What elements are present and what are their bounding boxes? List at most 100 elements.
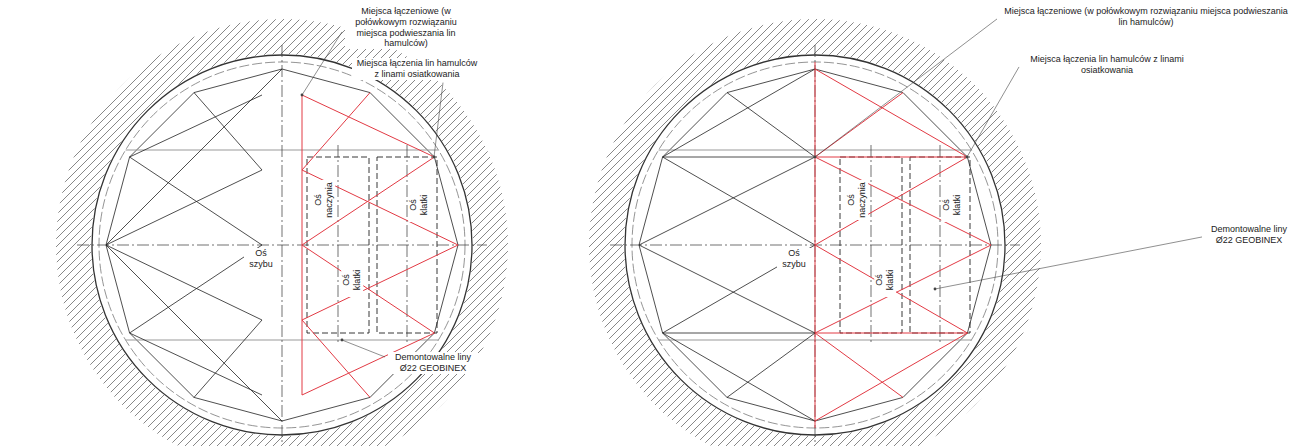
hatch-line bbox=[482, 5, 962, 446]
grid-rope bbox=[727, 93, 815, 157]
compartment-axis bbox=[871, 145, 872, 345]
hatch-line bbox=[114, 5, 594, 446]
hatch-line bbox=[271, 5, 751, 446]
leader-line bbox=[302, 32, 342, 95]
hatch-line bbox=[1007, 5, 1297, 446]
leader-line bbox=[434, 83, 443, 157]
hatch-line bbox=[919, 5, 1297, 446]
hatch-line bbox=[831, 5, 1297, 446]
callout-text: Miejsca łączenia lin hamulców z linami o… bbox=[1022, 54, 1192, 76]
hatch-line bbox=[503, 5, 983, 446]
hatch-line bbox=[159, 5, 639, 446]
hatch-line bbox=[0, 5, 90, 446]
hatch-line bbox=[0, 5, 58, 446]
hatch-line bbox=[146, 5, 626, 446]
hatch-line bbox=[0, 5, 218, 446]
hatch-line bbox=[0, 5, 130, 446]
hatch-line bbox=[0, 5, 114, 446]
rock-hatching bbox=[95, 5, 1297, 446]
hatch-line bbox=[306, 5, 786, 446]
hatch-line bbox=[0, 5, 258, 446]
hatch-line bbox=[279, 5, 759, 446]
hatch-line bbox=[303, 5, 783, 446]
hatch-line bbox=[711, 5, 1191, 446]
hatch-line bbox=[90, 5, 570, 446]
hatch-line bbox=[178, 5, 658, 446]
hatch-line bbox=[575, 5, 1055, 446]
hatch-line bbox=[815, 5, 1295, 446]
hatch-line bbox=[0, 5, 378, 446]
label-anchor: Miejsca łączeniowe (w połówkowym rozwiąz… bbox=[345, 6, 467, 49]
hatch-line bbox=[0, 5, 122, 446]
hatch-line bbox=[0, 5, 386, 446]
grid-rope bbox=[639, 245, 815, 333]
hatch-line bbox=[223, 5, 703, 446]
hatch-line bbox=[911, 5, 1297, 446]
hatch-line bbox=[0, 5, 162, 446]
hatch-line bbox=[431, 5, 911, 446]
hatch-line bbox=[591, 5, 1071, 446]
axis-label: Oś klatki bbox=[408, 188, 430, 222]
grid-rope bbox=[194, 93, 262, 170]
axis-label: Oś klatki bbox=[341, 263, 363, 297]
hatch-line bbox=[719, 5, 1199, 446]
hatch-line bbox=[151, 5, 631, 446]
hatch-line bbox=[0, 5, 194, 446]
callout-text: Oś szybu bbox=[777, 248, 811, 270]
hatch-line bbox=[783, 5, 1263, 446]
hatch-line bbox=[439, 5, 919, 446]
hatch-line bbox=[559, 5, 1039, 446]
grid-rope bbox=[106, 245, 282, 421]
hatch-line bbox=[127, 5, 607, 446]
leader-lines bbox=[301, 19, 1202, 357]
callout-text: Miejsca łączeniowe (w połówkowym rozwiąz… bbox=[1000, 6, 1292, 28]
hatch-line bbox=[18, 5, 498, 446]
hatch-line bbox=[66, 5, 546, 446]
hatch-line bbox=[143, 5, 623, 446]
leader-dot bbox=[934, 288, 937, 291]
hatch-line bbox=[551, 5, 1031, 446]
hatch-line bbox=[991, 5, 1297, 446]
hatch-line bbox=[98, 5, 578, 446]
hatch-line bbox=[879, 5, 1297, 446]
hatch-line bbox=[527, 5, 1007, 446]
hatch-line bbox=[319, 5, 799, 446]
hatch-line bbox=[839, 5, 1297, 446]
hatch-line bbox=[0, 5, 402, 446]
removable-rope bbox=[815, 62, 816, 428]
leader-line bbox=[967, 67, 1019, 157]
hatch-line bbox=[215, 5, 695, 446]
removable-rope bbox=[815, 69, 967, 157]
hatch-line bbox=[506, 5, 986, 446]
hatch-line bbox=[194, 5, 674, 446]
removable-rope bbox=[302, 157, 434, 245]
shaft-axis bbox=[282, 45, 283, 445]
hatch-line bbox=[490, 5, 970, 446]
hatch-line bbox=[487, 5, 967, 446]
grid-rope bbox=[194, 320, 262, 397]
removable-rope bbox=[815, 333, 967, 334]
compartment-axis bbox=[338, 145, 339, 345]
hatch-line bbox=[282, 5, 762, 446]
rock-hatching bbox=[0, 5, 1002, 446]
hatch-line bbox=[522, 5, 1002, 446]
axis-label: Oś klatki bbox=[874, 263, 896, 297]
hatch-line bbox=[535, 5, 1015, 446]
hatch-line bbox=[183, 5, 663, 446]
leader-line bbox=[935, 237, 1202, 289]
shaft-axis bbox=[815, 45, 816, 445]
hatch-line bbox=[511, 5, 991, 446]
removable-rope bbox=[815, 157, 991, 245]
hatch-line bbox=[119, 5, 599, 446]
hatch-line bbox=[210, 5, 690, 446]
hatch-line bbox=[207, 5, 687, 446]
hatch-line bbox=[0, 5, 138, 446]
hatch-line bbox=[0, 5, 266, 446]
grid-rope bbox=[663, 69, 815, 157]
hatch-line bbox=[1023, 5, 1297, 446]
hatch-line bbox=[759, 5, 1239, 446]
hatch-line bbox=[42, 5, 522, 446]
hatch-line bbox=[767, 5, 1247, 446]
leader-line bbox=[342, 340, 385, 357]
